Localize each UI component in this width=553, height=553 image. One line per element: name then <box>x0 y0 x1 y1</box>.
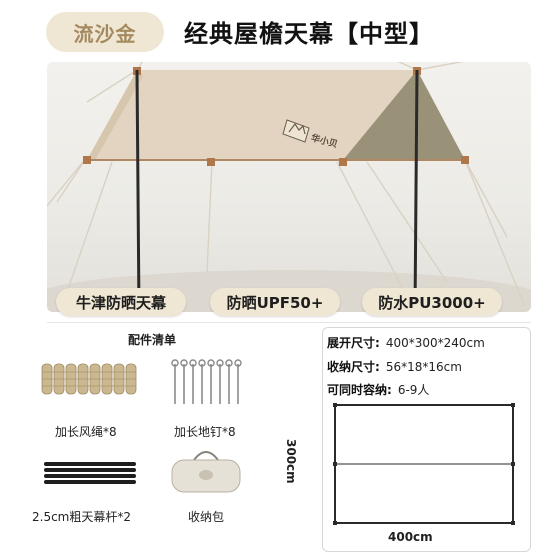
spec-row-expanded: 展开尺寸:400*300*240cm <box>327 336 485 350</box>
rope-label: 加长风绳*8 <box>55 425 117 439</box>
rope-bundle-icon <box>41 363 137 395</box>
parts-title: 配件清单 <box>128 333 177 347</box>
spec-row-capacity: 可同时容纳:6-9人 <box>327 383 430 397</box>
dimension-width: 400cm <box>388 530 433 544</box>
tarp-illustration <box>47 62 531 312</box>
feature-pill-upf: 防晒UPF50+ <box>210 288 340 316</box>
dimension-height: 300cm <box>284 439 298 484</box>
section-divider <box>47 322 531 323</box>
bag-label: 收纳包 <box>188 510 225 524</box>
spec-row-packed: 收纳尺寸:56*18*16cm <box>327 360 462 374</box>
ground-stake-icon <box>171 359 242 404</box>
stake-label: 加长地钉*8 <box>174 425 236 439</box>
tarp-dimension-diagram <box>333 403 515 525</box>
spec-panel <box>322 327 531 552</box>
tarp-product-image: 华小贝 <box>47 62 531 312</box>
color-badge: 流沙金 <box>46 12 164 52</box>
page-title: 经典屋檐天幕【中型】 <box>184 20 434 48</box>
tent-pole-icon <box>44 462 136 484</box>
pole-label: 2.5cm粗天幕杆*2 <box>32 510 132 524</box>
feature-pill-oxford: 牛津防晒天幕 <box>56 288 186 316</box>
brand-logo <box>282 119 310 143</box>
feature-pill-waterproof: 防水PU3000+ <box>362 288 502 316</box>
storage-bag-icon <box>171 451 241 493</box>
